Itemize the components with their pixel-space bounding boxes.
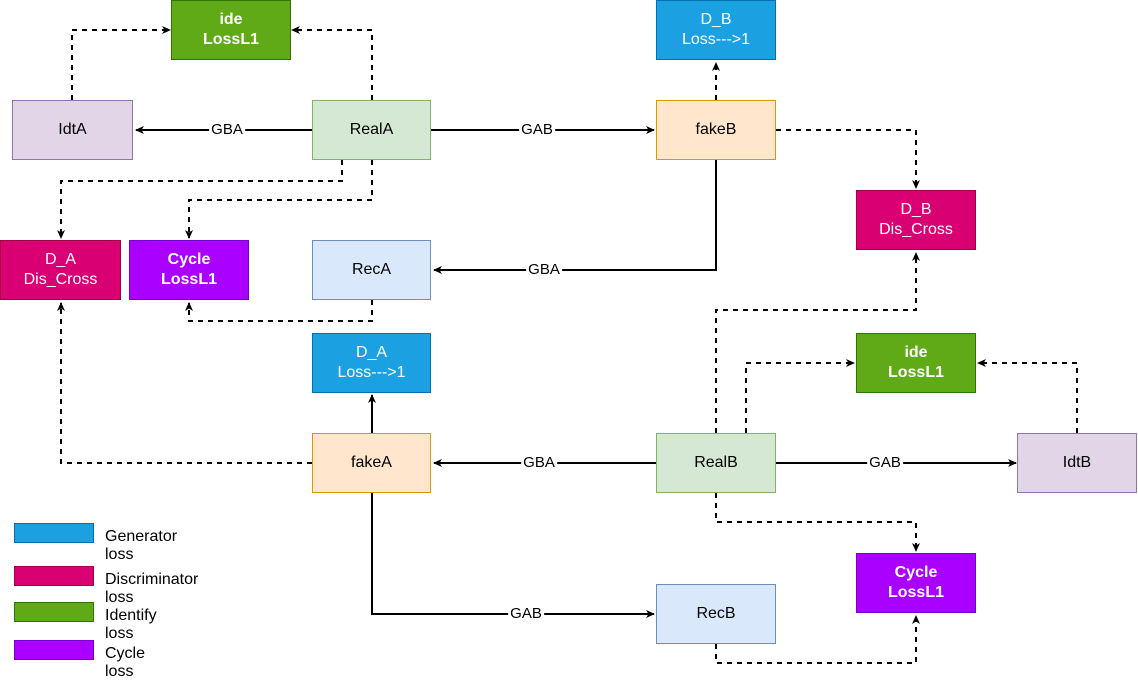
edge-idt-b-to-ide-b bbox=[977, 359, 1078, 433]
node-line: ide bbox=[904, 344, 928, 361]
edge-real-b-to-ide-b bbox=[745, 359, 855, 433]
edge-real-b-to-cycle-b bbox=[715, 493, 920, 552]
edge-fake-b-to-rec-a bbox=[433, 160, 717, 274]
node-line: Loss--->1 bbox=[681, 31, 751, 48]
edge-label-gba-idt-a: GBA bbox=[209, 121, 245, 138]
legend-swatch-discriminator bbox=[14, 566, 94, 586]
edge-idt-a-to-ide-a bbox=[71, 26, 171, 100]
node-line: LossL1 bbox=[160, 271, 217, 288]
node-line: RealA bbox=[349, 121, 394, 138]
d-a-generator-loss-node: D_A Loss--->1 bbox=[312, 333, 431, 393]
edge-rec-a-to-cycle-a bbox=[185, 300, 373, 322]
edge-label-gba-fake-a: GBA bbox=[521, 454, 557, 471]
legend-swatch-generator bbox=[14, 523, 94, 543]
idt-a-node: IdtA bbox=[12, 100, 133, 160]
node-line: LossL1 bbox=[202, 31, 259, 48]
fake-b-node: fakeB bbox=[656, 100, 776, 160]
d-b-discriminator-loss-node: D_B Dis_Cross bbox=[856, 190, 976, 250]
real-b-node: RealB bbox=[656, 433, 776, 493]
node-line: fakeB bbox=[695, 121, 737, 138]
d-a-discriminator-loss-node: D_A Dis_Cross bbox=[0, 240, 121, 300]
edge-real-b-to-d-b-dis bbox=[715, 252, 920, 433]
node-line: RealB bbox=[694, 454, 738, 471]
edge-real-a-to-cycle-a bbox=[185, 160, 373, 239]
node-line: Dis_Cross bbox=[23, 271, 98, 288]
legend-swatch-cycle bbox=[14, 640, 94, 660]
edge-fake-a-to-d-a-dis bbox=[57, 302, 312, 464]
node-line: IdtA bbox=[58, 121, 87, 138]
node-line: D_B bbox=[900, 201, 932, 218]
edge-rec-b-to-cycle-b bbox=[715, 615, 920, 664]
idt-b-node: IdtB bbox=[1017, 433, 1137, 493]
legend-label-generator: Generator loss bbox=[105, 528, 178, 563]
node-line: RecA bbox=[351, 261, 392, 278]
rec-b-node: RecB bbox=[656, 584, 776, 644]
node-line: D_A bbox=[355, 344, 388, 361]
node-line: ide bbox=[219, 11, 243, 28]
fake-a-node: fakeA bbox=[312, 433, 431, 493]
legend-label-cycle: Cycle loss bbox=[105, 645, 146, 680]
node-line: Dis_Cross bbox=[879, 221, 953, 238]
legend-label-identify: Identify loss bbox=[105, 607, 157, 642]
node-line: LossL1 bbox=[887, 584, 944, 601]
real-a-node: RealA bbox=[312, 100, 431, 160]
edge-label-gab-rec-b: GAB bbox=[508, 605, 544, 622]
d-b-generator-loss-node: D_B Loss--->1 bbox=[656, 0, 776, 60]
node-line: Cycle bbox=[167, 251, 211, 268]
node-line: IdtB bbox=[1062, 454, 1092, 471]
ide-loss-a-node: ide LossL1 bbox=[171, 0, 291, 60]
node-line: D_A bbox=[44, 251, 77, 268]
rec-a-node: RecA bbox=[312, 240, 431, 300]
edge-real-a-to-ide-a bbox=[291, 26, 373, 100]
legend-label-discriminator: Discriminator loss bbox=[105, 571, 199, 606]
node-line: LossL1 bbox=[887, 364, 944, 381]
node-line: fakeA bbox=[351, 454, 392, 471]
node-line: Loss--->1 bbox=[337, 364, 406, 381]
node-line: RecB bbox=[696, 605, 736, 622]
node-line: D_B bbox=[700, 11, 732, 28]
edge-label-gab-fake-b: GAB bbox=[519, 121, 555, 138]
edge-label-gab-idt-b: GAB bbox=[867, 454, 903, 471]
edge-fake-b-to-d-b-dis bbox=[776, 129, 920, 189]
edge-label-gba-rec-a: GBA bbox=[526, 261, 562, 278]
cycle-loss-b-node: Cycle LossL1 bbox=[856, 553, 976, 613]
node-line: Cycle bbox=[894, 564, 938, 581]
edge-real-a-to-d-a-dis bbox=[57, 160, 343, 239]
edge-fake-a-to-rec-b bbox=[371, 493, 655, 618]
ide-loss-b-node: ide LossL1 bbox=[856, 333, 976, 393]
cycle-loss-a-node: Cycle LossL1 bbox=[129, 240, 249, 300]
legend-swatch-identify bbox=[14, 602, 94, 622]
